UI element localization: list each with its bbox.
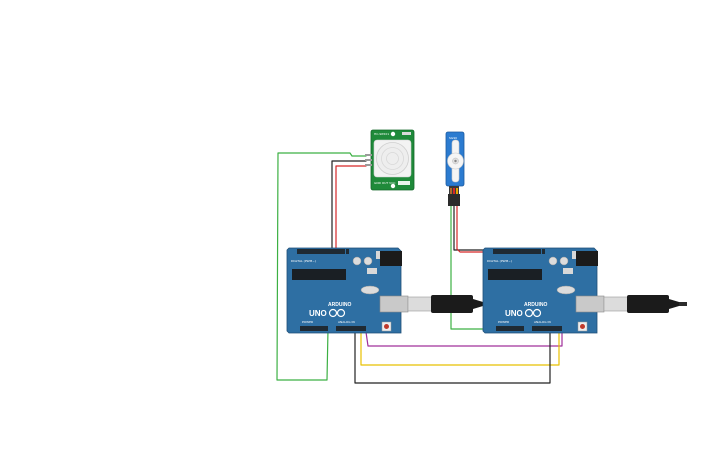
usb-cable-2[interactable] — [603, 295, 687, 313]
power-jack — [380, 251, 402, 266]
servo-gnd-wire[interactable] — [453, 205, 531, 251]
infinity-logo-icon — [524, 308, 534, 318]
uno-label: UNO — [309, 309, 327, 318]
arduino-logo-text: ARDUINO — [524, 302, 547, 308]
usb-port — [575, 295, 605, 313]
servo-vcc-wire[interactable] — [456, 205, 526, 253]
power-label: POWER — [498, 320, 509, 324]
uno-label: UNO — [505, 309, 523, 318]
link-yellow-wire[interactable] — [360, 330, 560, 366]
pir-pin — [365, 159, 372, 161]
servo-label: SG90 — [449, 136, 457, 140]
pir-mount-hole-icon — [390, 131, 396, 137]
arduino-board-1[interactable]: DIGITAL (PWM~) ARDUINO UNO POWER ANALOG … — [286, 247, 409, 334]
microcontroller-chip — [292, 269, 346, 280]
analog-label: ANALOG IN — [534, 320, 551, 324]
pir-pin — [365, 164, 372, 166]
pir-pin — [365, 154, 372, 156]
power-label: POWER — [302, 320, 313, 324]
pir-signal-wire[interactable] — [276, 152, 367, 381]
link-black-wire[interactable] — [354, 330, 551, 384]
servo-signal-wire[interactable] — [450, 205, 495, 330]
arduino-logo-text: ARDUINO — [328, 302, 351, 308]
link-purple-wire[interactable] — [365, 330, 563, 347]
arduino-board-2[interactable]: DIGITAL (PWM~) ARDUINO UNO POWER ANALOG … — [482, 247, 605, 334]
servo-motor[interactable]: SG90 — [445, 131, 465, 206]
usb-cable-1[interactable] — [407, 295, 491, 313]
usb-port — [379, 295, 409, 313]
pir-label-top: HC-SR501 — [374, 132, 389, 136]
pir-vcc-wire[interactable] — [335, 165, 367, 251]
wires — [276, 152, 563, 384]
digital-label: DIGITAL (PWM~) — [487, 259, 512, 263]
digital-label: DIGITAL (PWM~) — [291, 259, 316, 263]
infinity-logo-icon — [328, 308, 338, 318]
microcontroller-chip — [488, 269, 542, 280]
pir-mount-hole-icon — [390, 183, 396, 189]
pir-sensor[interactable]: HC-SR501 GND OUT VCC — [365, 129, 415, 191]
servo-connector — [448, 194, 460, 206]
pir-gnd-wire[interactable] — [331, 160, 367, 251]
analog-label: ANALOG IN — [338, 320, 355, 324]
power-jack — [576, 251, 598, 266]
pir-label-bottom: GND OUT VCC — [374, 181, 395, 185]
